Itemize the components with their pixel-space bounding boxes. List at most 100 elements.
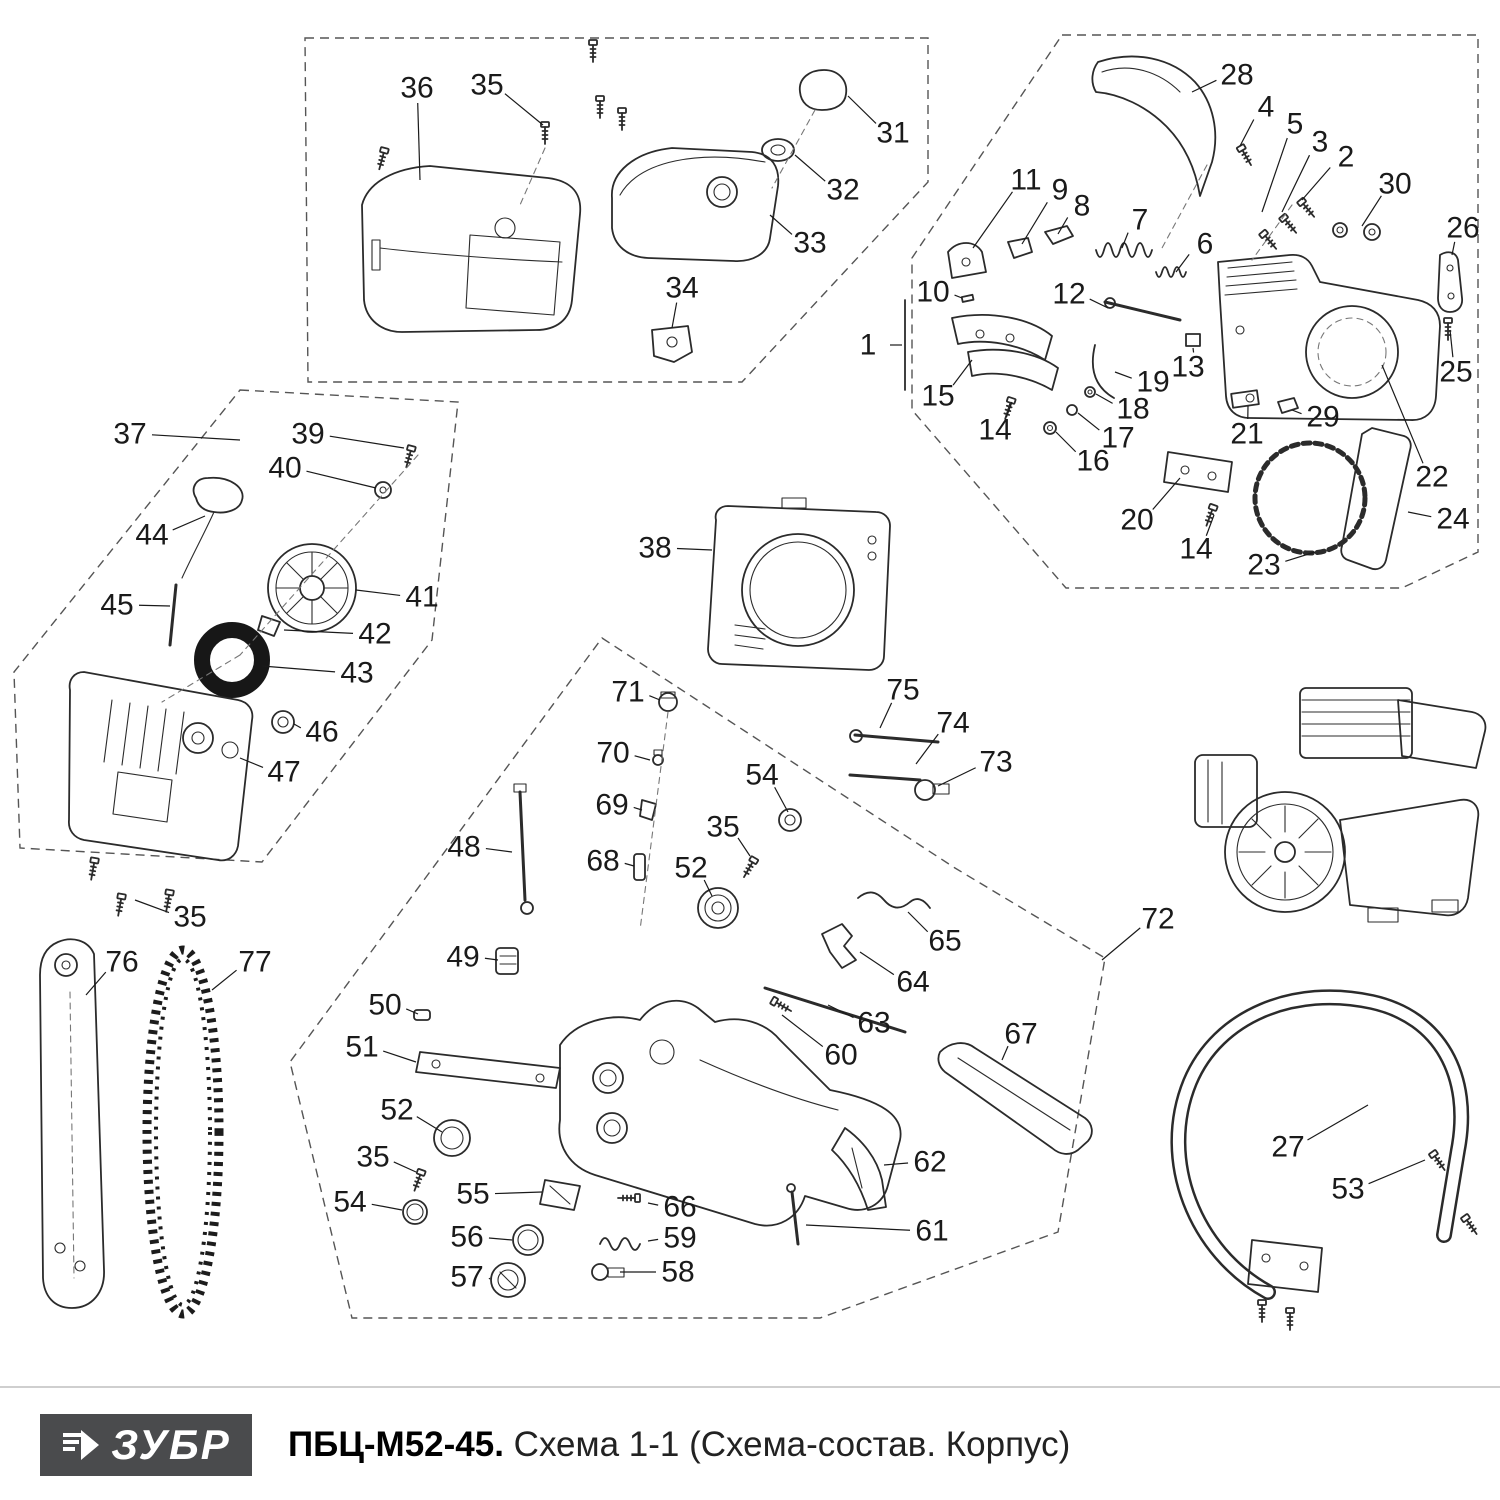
part-label-51: 51 [345,1031,417,1064]
svg-text:68: 68 [586,845,619,878]
footer: ЗУБР ПБЦ-М52-45. Схема 1-1 (Схема-состав… [0,1386,1500,1500]
svg-text:44: 44 [135,519,168,552]
part-label-9: 9 [1021,174,1069,245]
svg-text:54: 54 [745,759,778,792]
svg-text:72: 72 [1141,903,1174,936]
part-label-10: 10 [916,276,963,309]
part-label-64: 64 [859,951,930,999]
part-label-53: 53 [1331,1159,1426,1206]
part-label-47: 47 [239,756,301,789]
svg-text:35: 35 [356,1141,389,1174]
svg-text:66: 66 [663,1191,696,1224]
svg-text:34: 34 [665,272,698,305]
part-label-33: 33 [769,214,827,260]
svg-text:41: 41 [405,581,438,614]
part-label-28: 28 [1191,59,1254,93]
part-label-6: 6 [1175,228,1213,273]
svg-text:25: 25 [1439,356,1472,389]
svg-text:23: 23 [1247,549,1280,582]
starter-group-art [68,444,419,918]
part-label-19: 19 [1114,366,1170,399]
part-label-15: 15 [921,359,973,413]
part-label-13: 13 [1171,347,1205,384]
part-label-14: 14 [1179,514,1215,566]
svg-text:1: 1 [860,329,877,362]
part-label-26: 26 [1446,212,1480,256]
group-boundaries [13,34,1479,1319]
part-label-61: 61 [805,1215,949,1248]
part-label-21: 21 [1230,405,1264,451]
svg-text:40: 40 [268,452,301,485]
part-label-30: 30 [1361,168,1412,227]
part-label-62: 62 [883,1146,947,1179]
svg-text:31: 31 [876,117,909,150]
svg-text:15: 15 [921,380,954,413]
part-label-45: 45 [100,589,171,622]
part-label-69: 69 [595,789,643,822]
part-label-55: 55 [456,1178,543,1211]
svg-text:18: 18 [1116,393,1149,426]
part-label-48: 48 [447,831,513,864]
part-label-49: 49 [446,941,499,974]
part-label-67: 67 [1001,1018,1038,1061]
part-label-3: 3 [1281,126,1329,213]
crankcase-group-art [904,55,1463,571]
part-label-35: 35 [356,1141,417,1174]
svg-text:24: 24 [1436,503,1469,536]
svg-text:59: 59 [663,1222,696,1255]
handlebar-art [1170,989,1481,1331]
svg-text:35: 35 [706,811,739,844]
part-label-16: 16 [1055,431,1110,478]
svg-text:22: 22 [1415,461,1448,494]
zubr-logo-text: ЗУБР [111,1421,231,1468]
svg-text:3: 3 [1312,126,1329,159]
svg-text:5: 5 [1287,108,1304,141]
svg-text:28: 28 [1220,59,1253,92]
model-number: ПБЦ-М52-45. [288,1425,504,1464]
svg-text:21: 21 [1230,418,1263,451]
part-label-42: 42 [283,618,392,651]
part-label-66: 66 [647,1191,697,1224]
svg-text:38: 38 [638,532,671,565]
part-label-22: 22 [1381,364,1449,494]
svg-text:51: 51 [345,1031,378,1064]
part-label-14: 14 [978,401,1013,447]
zubr-logo-icon [63,1430,100,1460]
svg-text:33: 33 [793,227,826,260]
part-label-74: 74 [915,707,970,765]
svg-text:16: 16 [1076,445,1109,478]
part-label-44: 44 [135,515,206,552]
svg-text:2: 2 [1338,141,1355,174]
svg-text:71: 71 [611,676,644,709]
svg-text:64: 64 [896,966,929,999]
part-label-35: 35 [706,811,751,857]
part-label-52: 52 [380,1094,443,1133]
guide-bar-art [39,938,105,1309]
part-label-65: 65 [907,911,962,958]
part-label-40: 40 [268,452,377,489]
part-label-27: 27 [1271,1104,1369,1164]
part-label-38: 38 [638,532,713,565]
part-label-35: 35 [470,69,544,126]
svg-text:63: 63 [857,1007,890,1040]
svg-text:9: 9 [1052,174,1069,207]
tank-group-art [402,691,1093,1298]
top-cover-group-art [361,39,848,363]
svg-text:30: 30 [1378,168,1411,201]
part-label-57: 57 [450,1261,491,1294]
part-label-72: 72 [1101,903,1175,961]
engine-assembly-art [1194,687,1487,923]
svg-text:37: 37 [113,418,146,451]
part-label-71: 71 [611,676,661,709]
part-label-29: 29 [1291,401,1340,434]
svg-text:39: 39 [291,418,324,451]
part-label-68: 68 [586,845,635,878]
svg-text:57: 57 [450,1261,483,1294]
svg-text:45: 45 [100,589,133,622]
part-label-54: 54 [333,1186,403,1219]
svg-text:14: 14 [978,414,1011,447]
part-label-52: 52 [674,852,713,897]
svg-text:52: 52 [674,852,707,885]
part-label-46: 46 [293,716,339,749]
part-label-39: 39 [291,418,405,451]
